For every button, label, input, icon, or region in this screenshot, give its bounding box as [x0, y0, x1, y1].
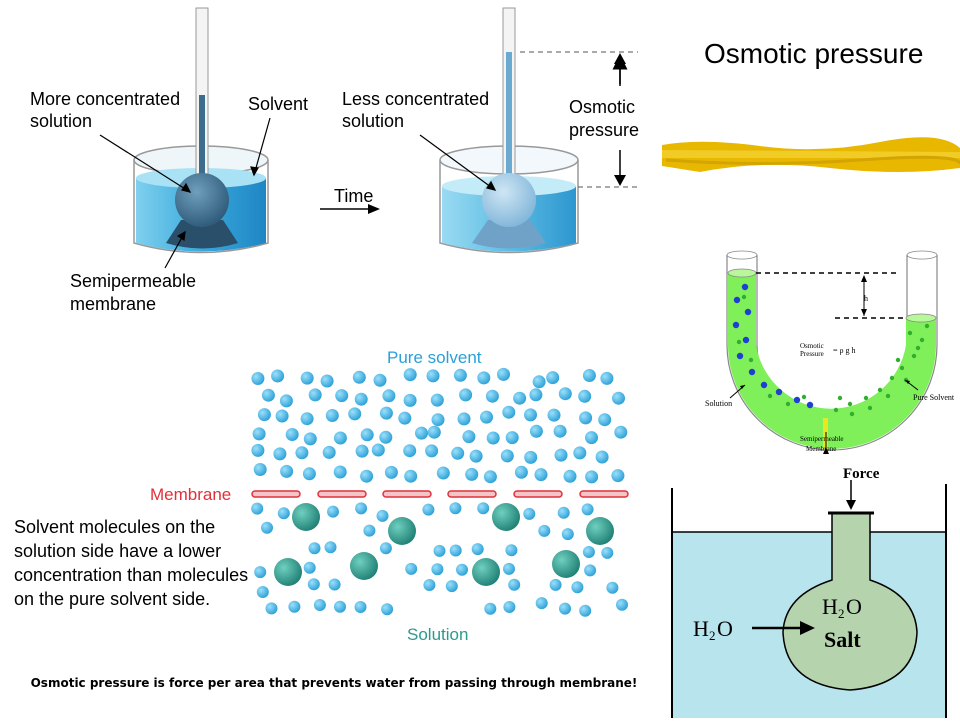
description-line: on the pure solvent side. — [14, 589, 210, 609]
label-solution-molecular: Solution — [407, 625, 468, 644]
membrane-segments — [251, 490, 629, 498]
label-less-concentrated-2: solution — [342, 111, 404, 131]
description-line: solution side have a lower — [14, 541, 221, 561]
u-tube-pressure-label: Pressure — [800, 350, 824, 358]
label-solvent: Solvent — [248, 94, 308, 114]
beaker-after — [439, 7, 579, 254]
h2o-outside-o: O — [717, 616, 733, 641]
label-time: Time — [334, 186, 373, 206]
molecular-description: Solvent molecules on the solution side h… — [14, 517, 248, 609]
description-line: concentration than molecules — [14, 565, 248, 585]
force-label: Force — [843, 466, 880, 482]
top-leader-lines — [99, 117, 497, 269]
h2o-outside-sub: 2 — [709, 628, 716, 643]
label-membrane-molecular: Membrane — [150, 485, 231, 504]
h2o-bulb-label: H 2 O — [822, 594, 862, 621]
beaker-before — [133, 7, 269, 254]
salt-label: Salt — [824, 627, 861, 652]
h2o-outside-h: H — [693, 616, 709, 641]
u-tube-h-label: h — [864, 294, 868, 303]
u-tube-pure-solvent-label: Pure Solvent — [913, 393, 955, 402]
slide-caption: Osmotic pressure is force per area that … — [30, 676, 638, 690]
h2o-bulb-h: H — [822, 594, 838, 619]
description-line: Solvent molecules on the — [14, 517, 215, 537]
h2o-bulb-sub: 2 — [838, 606, 845, 621]
u-tube-solution-label: Solution — [705, 399, 732, 408]
solute-particles — [274, 503, 614, 586]
label-pressure: pressure — [569, 120, 639, 140]
label-pure-solvent: Pure solvent — [387, 348, 482, 367]
molecule-field — [251, 367, 628, 617]
u-tube-membrane-label: Membrane — [806, 445, 836, 453]
label-more-concentrated: More concentrated — [30, 89, 180, 109]
label-membrane: membrane — [70, 294, 156, 314]
osmotic-height-marker — [520, 51, 638, 188]
title-highlight — [662, 137, 960, 172]
u-tube-semipermeable-label: Semipermeable — [800, 435, 844, 443]
label-osmotic: Osmotic — [569, 97, 635, 117]
time-arrow — [320, 204, 380, 214]
u-tube-diagram — [726, 250, 938, 454]
h2o-bulb-o: O — [846, 594, 862, 619]
slide-title: Osmotic pressure — [704, 38, 924, 69]
label-more-concentrated-2: solution — [30, 111, 92, 131]
force-diagram — [671, 480, 947, 718]
u-tube-formula: = ρ g h — [833, 346, 856, 355]
h2o-outside-label: H 2 O — [693, 616, 733, 643]
label-less-concentrated: Less concentrated — [342, 89, 489, 109]
u-tube-osmotic-label: Osmotic — [800, 342, 824, 350]
label-semipermeable: Semipermeable — [70, 271, 196, 291]
